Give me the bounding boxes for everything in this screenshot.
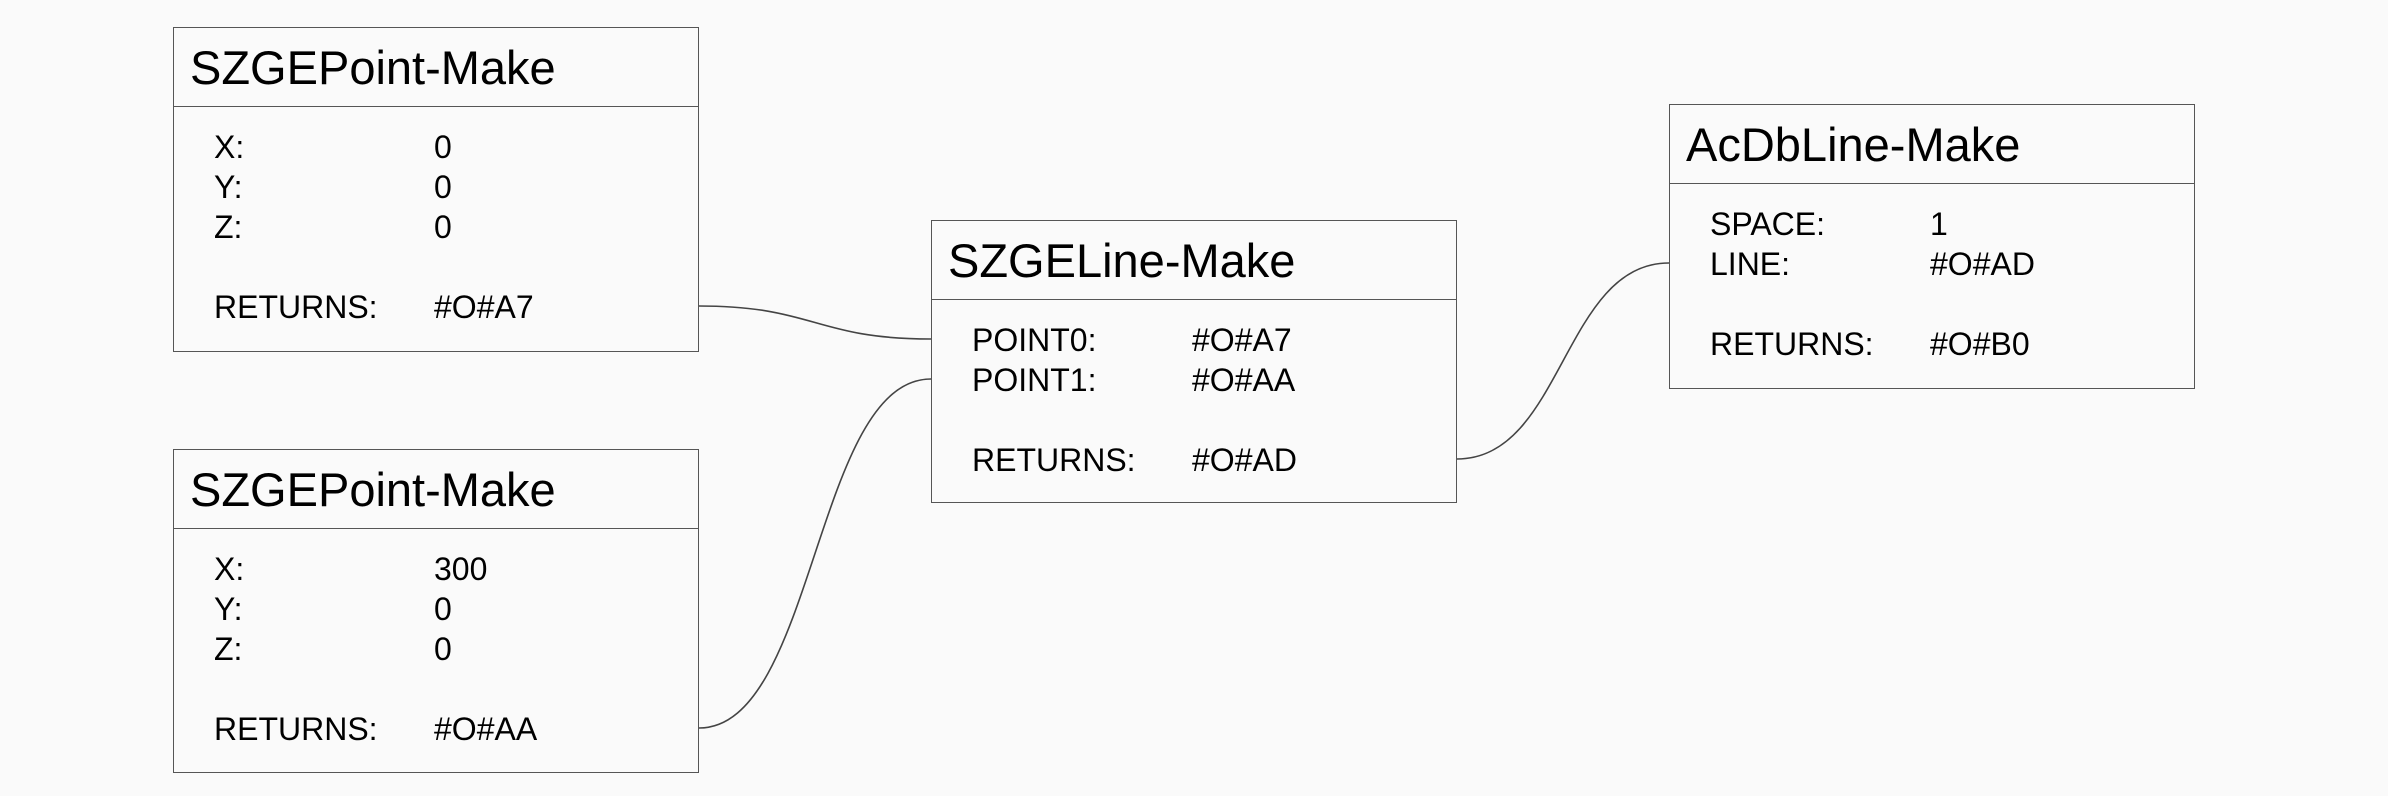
param-row: X: 0: [214, 127, 452, 167]
param-name: Z:: [214, 631, 243, 667]
param-name: Y:: [214, 591, 243, 627]
node-szgeline-make[interactable]: SZGELine-Make POINT0:#O#A7 POINT1:#O#AA …: [931, 220, 1457, 503]
returns-row[interactable]: RETURNS: #O#AD: [972, 440, 1297, 480]
node-title: SZGEPoint-Make: [174, 28, 698, 107]
param-row: X: 300: [214, 549, 487, 589]
node-title: AcDbLine-Make: [1670, 105, 2194, 184]
returns-value: #O#AA: [434, 711, 538, 747]
param-value: 300: [434, 551, 488, 587]
param-value: 0: [434, 591, 452, 627]
wire-n3-to-n4: [1456, 262, 1670, 460]
node-title: SZGEPoint-Make: [174, 450, 698, 529]
param-name: X:: [214, 551, 245, 587]
param-row[interactable]: LINE: #O#AD: [1710, 244, 2035, 284]
node-szgepoint-make-1[interactable]: SZGEPoint-Make X: 0 Y: 0 Z: 0 RETURNS: #O#A7: [173, 27, 699, 352]
param-name: SPACE:: [1710, 206, 1825, 242]
returns-value: #O#A7: [434, 289, 534, 325]
param-row: Z: 0: [214, 207, 452, 247]
node-szgepoint-make-2[interactable]: SZGEPoint-Make X: 300 Y: 0 Z: 0 RETURNS: #O#…: [173, 449, 699, 773]
returns-label: RETURNS:: [972, 442, 1136, 478]
returns-row[interactable]: RETURNS: #O#A7: [214, 287, 534, 327]
node-acdbline-make[interactable]: AcDbLine-Make SPACE: 1 LINE: #O#AD RETURNS…: [1669, 104, 2195, 389]
param-name: Z:: [214, 209, 243, 245]
returns-label: RETURNS:: [214, 711, 378, 747]
param-name: POINT1:: [972, 362, 1097, 398]
param-row: Z: 0: [214, 629, 452, 669]
node-title: SZGELine-Make: [932, 221, 1456, 300]
param-value: 1: [1930, 206, 1948, 242]
returns-label: RETURNS:: [1710, 326, 1874, 362]
param-name: X:: [214, 129, 245, 165]
param-row[interactable]: POINT0: #O#A7: [972, 320, 1292, 360]
wire-n2-to-n3: [698, 378, 932, 729]
returns-label: RETURNS:: [214, 289, 378, 325]
param-value: #O#A7: [1192, 322, 1292, 358]
param-row[interactable]: POINT1: #O#AA: [972, 360, 1295, 400]
param-value: #O#AA: [1192, 362, 1296, 398]
param-value: 0: [434, 631, 452, 667]
param-name: POINT0:: [972, 322, 1097, 358]
param-row: Y: 0: [214, 589, 452, 629]
param-name: Y:: [214, 169, 243, 205]
param-name: LINE:: [1710, 246, 1791, 282]
wire-n1-to-n3: [698, 305, 932, 340]
param-value: 0: [434, 129, 452, 165]
returns-row[interactable]: RETURNS: #O#AA: [214, 709, 537, 749]
returns-row[interactable]: RETURNS: #O#B0: [1710, 324, 2030, 364]
param-row: Y: 0: [214, 167, 452, 207]
param-value: 0: [434, 209, 452, 245]
param-value: 0: [434, 169, 452, 205]
returns-value: #O#AD: [1192, 442, 1297, 478]
param-value: #O#AD: [1930, 246, 2035, 282]
returns-value: #O#B0: [1930, 326, 2030, 362]
param-row: SPACE: 1: [1710, 204, 1948, 244]
